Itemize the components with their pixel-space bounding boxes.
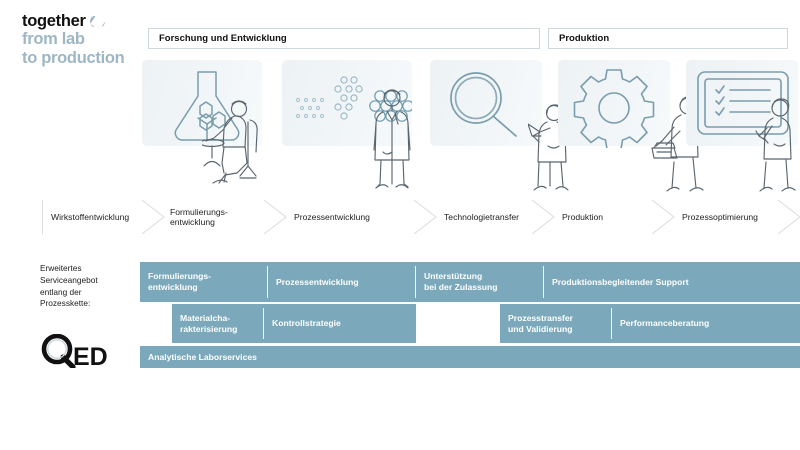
bar-divider — [415, 266, 416, 298]
chevron-right-icon — [414, 200, 437, 234]
services-grid: Formulierungs- entwicklung Prozessentwic… — [140, 262, 800, 370]
brand-lockup: together from lab to production — [22, 12, 142, 67]
service-label: Materialcha- rakterisierung — [180, 312, 238, 334]
phase-header-label: Forschung und Entwicklung — [159, 33, 287, 44]
bar-divider — [611, 308, 612, 339]
service-formulierungsentwicklung[interactable]: Formulierungs- entwicklung — [140, 262, 268, 302]
service-kontrollstrategie[interactable]: Kontrollstrategie — [264, 304, 416, 343]
illustration-tile-gear — [558, 60, 670, 146]
process-chain: Wirkstoffentwicklung Formulierungs- entw… — [42, 200, 800, 234]
chevron-right-icon — [264, 200, 287, 234]
bar-divider — [263, 308, 264, 339]
process-step-label: Technologietransfer — [444, 211, 520, 222]
phase-header-produktion: Produktion — [548, 28, 788, 49]
process-step-label: Formulierungs- entwicklung — [170, 206, 228, 227]
service-prozessentwicklung[interactable]: Prozessentwicklung — [268, 262, 416, 302]
process-step-label: Produktion — [562, 211, 604, 222]
brand-line-3: to production — [22, 48, 125, 67]
service-materialcharakterisierung[interactable]: Materialcha- rakterisierung — [172, 304, 264, 343]
chevron-right-icon — [532, 200, 555, 234]
service-prozesstransfer-validierung[interactable]: Prozesstransfer und Validierung — [500, 304, 612, 343]
figure-seated-scientist-at-desk — [202, 100, 258, 184]
process-step-produktion[interactable]: Produktion — [544, 200, 675, 234]
process-step-label: Prozessoptimierung — [682, 211, 758, 222]
service-label: Prozessentwicklung — [276, 276, 359, 287]
magnifying-glass-icon — [450, 72, 517, 137]
bar-divider — [543, 266, 544, 298]
illustration-band — [140, 56, 800, 196]
bar-divider — [267, 266, 268, 298]
brand-line-1: together — [22, 12, 142, 30]
figure-standing-scientist-lab-coat — [373, 89, 411, 189]
process-step-label: Prozessentwicklung — [294, 211, 370, 222]
service-label: Analytische Laborservices — [148, 351, 257, 362]
qed-magnifier-logo-icon: ED — [41, 333, 108, 371]
process-step-label: Wirkstoffentwicklung — [51, 211, 130, 222]
process-step-wirkstoffentwicklung[interactable]: Wirkstoffentwicklung — [42, 200, 165, 234]
service-label: Unterstützung bei der Zulassung — [424, 271, 498, 292]
erlenmeyer-flask-icon — [174, 71, 240, 141]
service-produktionsbegleitender-support[interactable]: Produktionsbegleitender Support — [544, 262, 800, 302]
gear-cog-icon — [573, 69, 655, 148]
process-step-formulierungsentwicklung[interactable]: Formulierungs- entwicklung — [154, 200, 287, 234]
service-label: Produktionsbegleitender Support — [552, 276, 689, 287]
service-analytische-laborservices[interactable]: Analytische Laborservices — [140, 346, 800, 368]
process-step-prozessoptimierung[interactable]: Prozessoptimierung — [664, 200, 800, 234]
service-label: Prozesstransfer und Validierung — [508, 312, 573, 334]
brand-line-2: from lab — [22, 30, 85, 49]
svg-text:ED: ED — [73, 343, 108, 368]
qed-logo: ED — [40, 333, 132, 371]
together-ellipse-mark-icon — [89, 12, 107, 30]
service-label: Kontrollstrategie — [272, 318, 341, 328]
process-step-prozessentwicklung[interactable]: Prozessentwicklung — [276, 200, 437, 234]
process-step-technologietransfer[interactable]: Technologietransfer — [426, 200, 555, 234]
chevron-right-icon — [778, 200, 800, 234]
phase-header-forschung-und-entwicklung: Forschung und Entwicklung — [148, 28, 540, 49]
service-unterstuetzung-zulassung[interactable]: Unterstützung bei der Zulassung — [416, 262, 544, 302]
illustration-tile-flask — [142, 60, 262, 146]
services-caption: Erweitertes Serviceangebot entlang der P… — [40, 263, 98, 309]
chevron-right-icon — [652, 200, 675, 234]
chevron-right-icon — [142, 200, 165, 234]
service-label: Formulierungs- entwicklung — [148, 271, 212, 292]
brand-line-1-text: together — [22, 12, 86, 30]
service-label: Performanceberatung — [620, 318, 710, 328]
service-performanceberatung[interactable]: Performanceberatung — [612, 304, 800, 343]
phase-header-label: Produktion — [559, 33, 610, 44]
figure-person-writing-on-board — [755, 98, 796, 192]
